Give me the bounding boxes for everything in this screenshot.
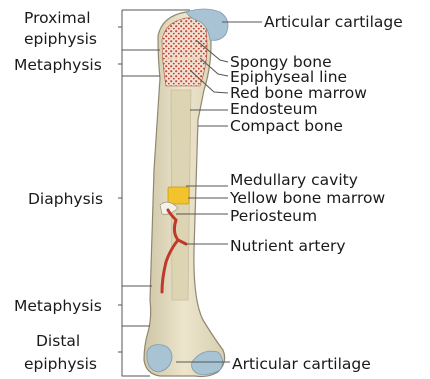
- label-nutrient-artery: Nutrient artery: [230, 237, 346, 255]
- label-distal: Distal: [36, 332, 80, 350]
- label-metaphysis-top: Metaphysis: [14, 56, 102, 74]
- label-diaphysis: Diaphysis: [28, 190, 103, 208]
- right-labels: Articular cartilage Spongy bone Epiphyse…: [229, 13, 403, 373]
- spongy-bone-region: [162, 18, 207, 86]
- label-proximal: Proximal: [24, 9, 91, 27]
- label-articular-cartilage-top: Articular cartilage: [264, 13, 403, 31]
- yellow-bone-marrow: [168, 187, 189, 204]
- label-medullary-cavity: Medullary cavity: [230, 171, 358, 189]
- label-proximal-epiphysis: epiphysis: [24, 30, 97, 48]
- label-articular-cartilage-bottom: Articular cartilage: [232, 355, 371, 373]
- label-metaphysis-bottom: Metaphysis: [14, 297, 102, 315]
- left-labels: Proximal epiphysis Metaphysis Diaphysis …: [14, 9, 103, 373]
- label-yellow-bone-marrow: Yellow bone marrow: [229, 189, 385, 207]
- label-endosteum: Endosteum: [230, 100, 318, 118]
- label-periosteum: Periosteum: [230, 207, 317, 225]
- label-compact-bone: Compact bone: [230, 117, 343, 135]
- label-distal-epiphysis: epiphysis: [24, 355, 97, 373]
